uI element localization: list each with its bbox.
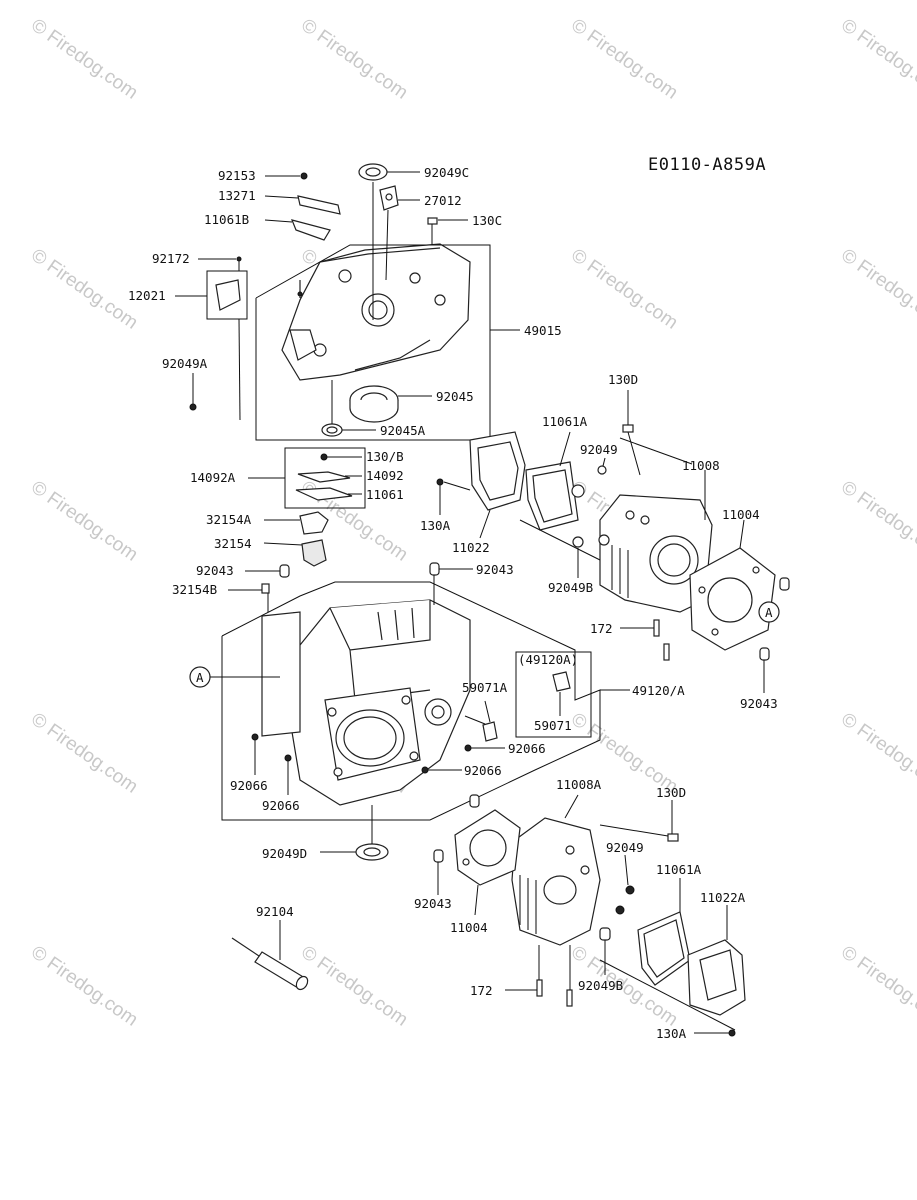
label-92049-top: 92049 bbox=[580, 442, 618, 457]
label-92043-center: 92043 bbox=[476, 562, 514, 577]
label-92172: 92172 bbox=[152, 251, 190, 266]
label-11004-bottom: 11004 bbox=[450, 920, 488, 935]
label-92049a: 92049A bbox=[162, 356, 208, 371]
callout-a-left: A bbox=[196, 670, 204, 685]
label-92043-bottom: 92043 bbox=[414, 896, 452, 911]
label-92049-bottom: 92049 bbox=[606, 840, 644, 855]
part-labels: 92153 13271 11061B 92172 12021 92049A 92… bbox=[128, 165, 778, 1041]
cylinder-head-top-drawing bbox=[598, 494, 713, 613]
watermark: © Firedog.com bbox=[837, 245, 917, 334]
label-130d-bottom: 130D bbox=[656, 785, 686, 800]
label-92066-center: 92066 bbox=[464, 763, 502, 778]
watermark: © Firedog.com bbox=[27, 477, 141, 566]
label-92043-left: 92043 bbox=[196, 563, 234, 578]
watermark: © Firedog.com bbox=[27, 245, 141, 334]
watermark: © Firedog.com bbox=[27, 942, 141, 1031]
label-130c: 130C bbox=[472, 213, 502, 228]
watermark: © Firedog.com bbox=[837, 942, 917, 1031]
label-92049c: 92049C bbox=[424, 165, 469, 180]
label-92045a: 92045A bbox=[380, 423, 426, 438]
sealant-tube-drawing bbox=[231, 937, 309, 991]
watermark: © Firedog.com bbox=[837, 15, 917, 104]
label-92049b-top: 92049B bbox=[548, 580, 593, 595]
label-49015: 49015 bbox=[524, 323, 562, 338]
label-92049b-bottom: 92049B bbox=[578, 978, 623, 993]
label-92066-right: 92066 bbox=[508, 741, 546, 756]
label-12021: 12021 bbox=[128, 288, 166, 303]
label-11008: 11008 bbox=[682, 458, 720, 473]
label-11061b: 11061B bbox=[204, 212, 249, 227]
callout-a-right: A bbox=[765, 605, 773, 620]
watermark: © Firedog.com bbox=[27, 15, 141, 104]
watermark: © Firedog.com bbox=[837, 477, 917, 566]
label-13271: 13271 bbox=[218, 188, 256, 203]
label-92066-left: 92066 bbox=[230, 778, 268, 793]
label-172-bottom: 172 bbox=[470, 983, 493, 998]
label-32154: 32154 bbox=[214, 536, 252, 551]
label-11061a-bottom: 11061A bbox=[656, 862, 702, 877]
label-92066-lower: 92066 bbox=[262, 798, 300, 813]
label-11004-top: 11004 bbox=[722, 507, 760, 522]
diagram-code: E0110-A859A bbox=[648, 155, 766, 175]
watermark: © Firedog.com bbox=[297, 942, 411, 1031]
watermark: © Firedog.com bbox=[567, 15, 681, 104]
label-92045: 92045 bbox=[436, 389, 474, 404]
label-130a-bottom: 130A bbox=[656, 1026, 687, 1041]
label-59071: 59071 bbox=[534, 718, 572, 733]
label-92153: 92153 bbox=[218, 168, 256, 183]
watermark: © Firedog.com bbox=[297, 15, 411, 104]
label-92043-right: 92043 bbox=[740, 696, 778, 711]
label-32154b: 32154B bbox=[172, 582, 217, 597]
crankcase-drawing bbox=[261, 599, 471, 806]
label-14092: 14092 bbox=[366, 468, 404, 483]
label-49120: 49120/A bbox=[632, 683, 685, 698]
label-59071a: 59071A bbox=[462, 680, 508, 695]
label-92104: 92104 bbox=[256, 904, 294, 919]
label-92049d: 92049D bbox=[262, 846, 307, 861]
label-11061: 11061 bbox=[366, 487, 404, 502]
label-130d-top: 130D bbox=[608, 372, 638, 387]
label-14092a: 14092A bbox=[190, 470, 236, 485]
label-11022a: 11022A bbox=[700, 890, 746, 905]
label-27012: 27012 bbox=[424, 193, 462, 208]
label-130b: 130/B bbox=[366, 449, 404, 464]
bearing-drawing bbox=[349, 385, 399, 423]
label-11061a-top: 11061A bbox=[542, 414, 588, 429]
watermark: © Firedog.com bbox=[567, 245, 681, 334]
label-11022: 11022 bbox=[452, 540, 490, 555]
label-11008a: 11008A bbox=[556, 777, 602, 792]
label-172-top: 172 bbox=[590, 621, 613, 636]
watermark: © Firedog.com bbox=[27, 709, 141, 798]
crankcase-cover-drawing bbox=[281, 243, 471, 381]
label-32154a: 32154A bbox=[206, 512, 252, 527]
cylinder-head-bottom-drawing bbox=[511, 817, 601, 946]
watermark: © Firedog.com bbox=[837, 709, 917, 798]
label-49120a-box: (49120A) bbox=[518, 652, 578, 667]
label-130a-top: 130A bbox=[420, 518, 451, 533]
